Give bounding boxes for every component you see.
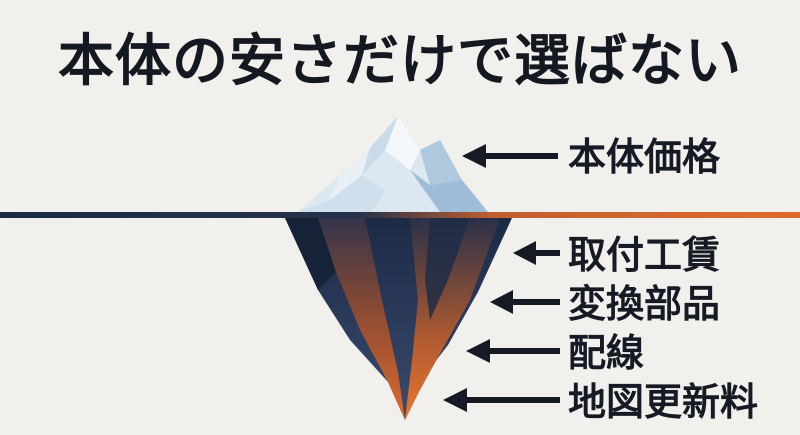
label-henkan-buhin: 変換部品 (568, 282, 720, 326)
page-title: 本体の安さだけで選ばない (58, 29, 742, 94)
arrow-left-icon (490, 290, 560, 314)
label-toritsuke-kouchin: 取付工賃 (568, 233, 720, 277)
iceberg-tip (298, 116, 488, 212)
arrow-left-icon (466, 339, 560, 363)
arrow-left-icon (443, 388, 560, 412)
waterline (0, 212, 800, 218)
iceberg-underwater (285, 218, 512, 420)
label-haisen: 配線 (568, 331, 644, 375)
label-honntai-kakaku: 本体価格 (568, 135, 721, 179)
label-chizu-koushinryou: 地図更新料 (568, 380, 758, 424)
arrow-left-icon (513, 241, 560, 265)
arrow-left-icon (462, 144, 558, 168)
